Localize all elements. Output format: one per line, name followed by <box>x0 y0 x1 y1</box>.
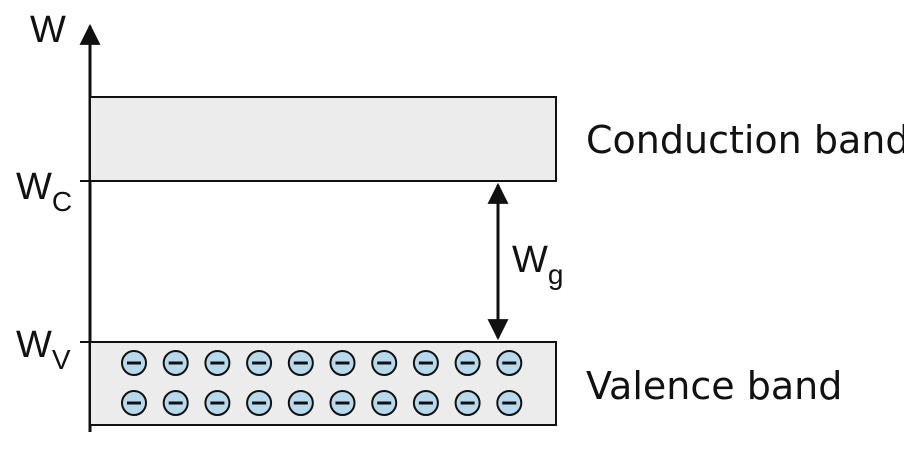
electron <box>162 390 189 416</box>
electron <box>454 350 481 376</box>
wc-label: WC <box>16 166 72 217</box>
gap-subscript: g <box>548 259 564 290</box>
electron <box>329 390 356 416</box>
electron <box>246 350 273 376</box>
valence-band <box>89 341 557 426</box>
electron <box>121 390 147 416</box>
electron <box>162 350 189 376</box>
electron <box>329 350 356 376</box>
electron <box>371 390 398 416</box>
electron <box>496 350 523 376</box>
electron <box>204 390 231 416</box>
wc-subscript: C <box>52 186 72 217</box>
conduction-band <box>89 96 557 182</box>
electron <box>204 350 231 376</box>
electron <box>287 390 314 416</box>
electron <box>246 390 273 416</box>
electron <box>454 390 481 416</box>
electron <box>287 350 314 376</box>
gap-label: Wg <box>512 239 563 290</box>
axis-label: W <box>30 9 66 51</box>
wv-subscript: V <box>52 344 71 375</box>
electron <box>371 350 398 376</box>
electron <box>121 350 147 376</box>
electron <box>496 390 523 416</box>
valence-band-label: Valence band <box>586 364 842 408</box>
electron-group <box>121 350 523 416</box>
electron <box>412 350 439 376</box>
electron <box>412 390 439 416</box>
wv-label: WV <box>16 324 71 375</box>
conduction-band-label: Conduction band <box>586 118 904 162</box>
